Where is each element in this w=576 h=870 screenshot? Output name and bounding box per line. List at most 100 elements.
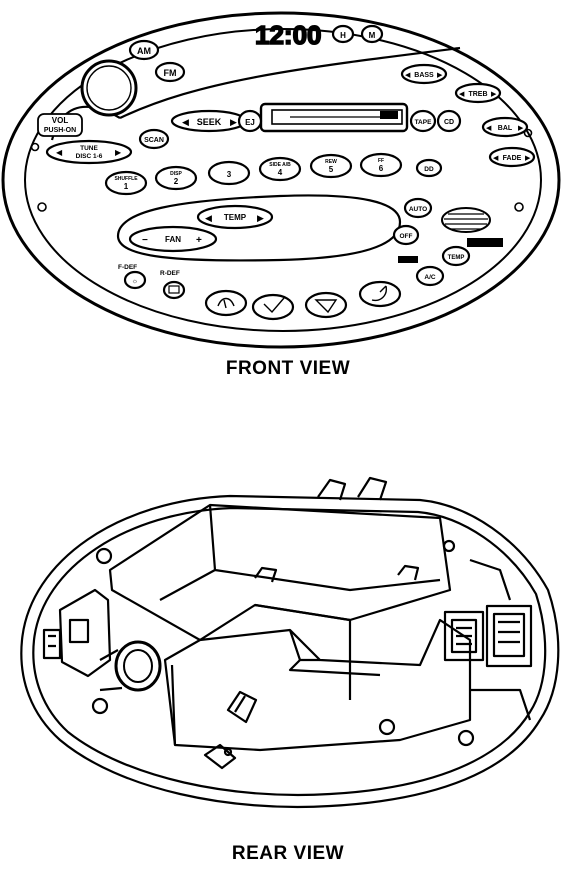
svg-text:▶: ▶: [437, 72, 443, 79]
preset-button-4[interactable]: SIDE A/B 4: [258, 156, 302, 182]
svg-text:FM: FM: [164, 68, 177, 78]
front-view: 12:00 H M VOL PUSH-ON AM FM: [1, 11, 561, 349]
preset-button-2[interactable]: DISP 2: [154, 165, 198, 191]
svg-text:▶: ▶: [115, 148, 122, 157]
fm-button[interactable]: FM: [154, 61, 186, 83]
svg-text:◀: ◀: [459, 91, 465, 98]
rear-shell-outer: [20, 494, 560, 809]
svg-text:TUNE: TUNE: [80, 145, 98, 152]
svg-text:▶: ▶: [257, 213, 264, 223]
bass-button[interactable]: ◀ ▶ BASS: [400, 63, 448, 85]
svg-text:CD: CD: [444, 119, 454, 126]
svg-text:AM: AM: [137, 46, 151, 56]
clock-display: 12:00: [255, 20, 322, 50]
ac-button[interactable]: A/C: [415, 265, 445, 287]
svg-text:PUSH-ON: PUSH-ON: [44, 127, 76, 134]
chassis-lower: [163, 618, 472, 752]
f-def-label: F-DEF: [118, 264, 137, 271]
svg-text:REW: REW: [325, 159, 337, 165]
tape-button[interactable]: TAPE: [409, 109, 437, 133]
temp-display-button[interactable]: TEMP: [441, 245, 471, 267]
svg-text:Delco: Delco: [475, 240, 494, 247]
rear-shell-inner: [32, 506, 547, 797]
off-button[interactable]: OFF: [392, 224, 420, 246]
treb-button[interactable]: ◀ ▶ TREB: [454, 82, 502, 104]
mode-button-defrost[interactable]: [204, 289, 248, 317]
svg-text:VOL: VOL: [52, 116, 69, 125]
svg-text:TEMP: TEMP: [448, 255, 465, 261]
svg-text:◀: ◀: [405, 72, 411, 79]
round-connector: [99, 640, 162, 692]
dd-button[interactable]: DD: [415, 158, 443, 178]
svg-text:FADE: FADE: [503, 155, 522, 162]
cassette-slot: [259, 102, 409, 133]
vol-label: VOL PUSH-ON: [37, 113, 83, 137]
mode-button-floor[interactable]: [358, 280, 402, 308]
svg-text:5: 5: [329, 165, 334, 174]
svg-text:DISC 1-6: DISC 1-6: [76, 153, 103, 160]
svg-text:EJ: EJ: [245, 118, 255, 127]
svg-text:◀: ◀: [493, 155, 499, 162]
seek-button[interactable]: ◀ ▶ SEEK: [170, 109, 248, 133]
svg-text:FF: FF: [378, 158, 384, 164]
am-button[interactable]: AM: [128, 39, 160, 61]
front-defrost-button[interactable]: ☼: [123, 270, 147, 290]
svg-text:◀: ◀: [182, 117, 189, 127]
svg-text:M: M: [369, 31, 376, 40]
svg-text:1: 1: [124, 182, 129, 191]
svg-text:A/C: A/C: [424, 274, 436, 281]
preset-button-3[interactable]: 3: [207, 160, 251, 186]
indicator-label: [398, 256, 418, 263]
preset-button-1[interactable]: SHUFFLE 1: [104, 170, 148, 196]
svg-text:AUTO: AUTO: [409, 206, 427, 213]
front-view-caption: FRONT VIEW: [225, 358, 351, 379]
preset-button-5[interactable]: REW 5: [309, 153, 353, 179]
left-bracket: [58, 588, 112, 678]
rear-defrost-button[interactable]: [162, 280, 186, 300]
svg-text:SIDE A/B: SIDE A/B: [269, 162, 291, 168]
rear-view: [20, 476, 560, 809]
svg-text:H: H: [340, 31, 346, 40]
svg-text:6: 6: [379, 164, 384, 173]
svg-text:▶: ▶: [518, 125, 524, 132]
cd-button[interactable]: CD: [436, 109, 462, 133]
svg-text:SEEK: SEEK: [197, 117, 222, 127]
svg-text:◀: ◀: [205, 213, 212, 223]
svg-text:DISP: DISP: [170, 171, 182, 177]
mode-button-bilevel[interactable]: [304, 291, 348, 319]
svg-text:+: +: [196, 235, 202, 246]
eject-button[interactable]: EJ: [237, 109, 263, 133]
svg-text:4: 4: [278, 168, 283, 177]
bal-button[interactable]: ◀ ▶ BAL: [481, 116, 529, 138]
front-bezel-inner: [24, 28, 542, 332]
mode-button-vent[interactable]: [251, 293, 295, 321]
fan-button[interactable]: − + FAN: [128, 225, 218, 253]
scan-button[interactable]: SCAN: [138, 128, 170, 150]
svg-text:SHUFFLE: SHUFFLE: [114, 176, 138, 182]
sensor-grille: [441, 207, 491, 233]
svg-text:−: −: [142, 235, 148, 246]
volume-knob[interactable]: [80, 59, 138, 117]
svg-text:▶: ▶: [230, 117, 237, 127]
r-def-label: R-DEF: [160, 270, 180, 277]
temp-button[interactable]: ◀ ▶ TEMP: [196, 204, 274, 230]
svg-text:▶: ▶: [491, 91, 497, 98]
preset-button-6[interactable]: FF 6: [359, 152, 403, 178]
auto-button[interactable]: AUTO: [403, 197, 433, 219]
hour-button[interactable]: H: [331, 24, 355, 44]
svg-text:◀: ◀: [486, 125, 492, 132]
tune-disc-button[interactable]: ◀ ▶ TUNE DISC 1-6: [45, 139, 133, 165]
svg-text:BASS: BASS: [414, 72, 434, 79]
svg-text:SCAN: SCAN: [144, 137, 164, 144]
svg-text:2: 2: [174, 177, 179, 186]
rear-view-caption: REAR VIEW: [231, 843, 345, 864]
minute-button[interactable]: M: [360, 24, 384, 44]
svg-text:☼: ☼: [132, 278, 138, 285]
fade-button[interactable]: ◀ ▶ FADE: [488, 146, 536, 168]
brand-badge: Delco: [467, 238, 503, 247]
svg-text:▶: ▶: [525, 155, 531, 162]
svg-text:TAPE: TAPE: [415, 119, 433, 126]
svg-text:◀: ◀: [56, 148, 63, 157]
climate-zone-outline: [116, 194, 402, 262]
